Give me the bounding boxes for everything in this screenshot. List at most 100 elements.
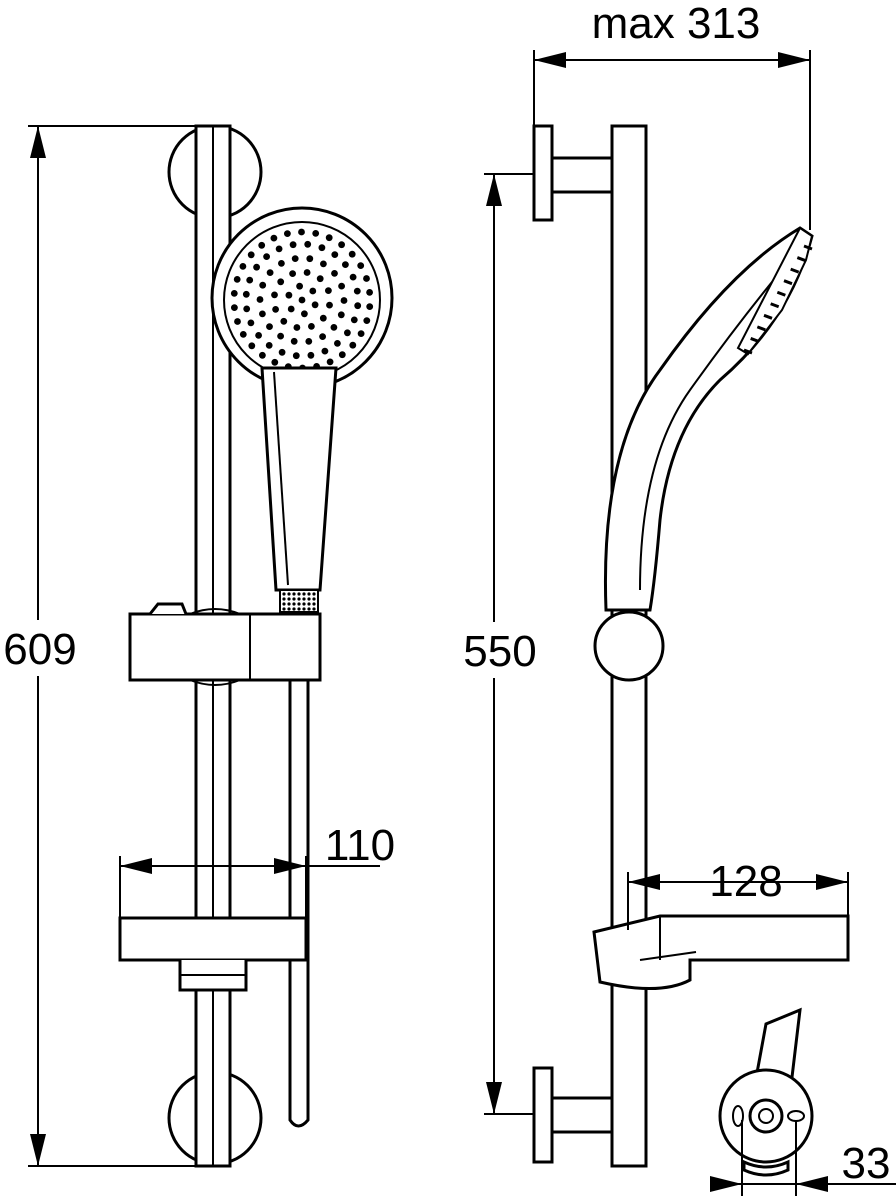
side-nozzle-tick bbox=[783, 279, 793, 286]
spray-nozzle-dot bbox=[337, 311, 345, 319]
spray-nozzle-dot bbox=[316, 275, 324, 283]
side-nozzle-tick bbox=[796, 256, 806, 262]
side-nozzle-tick bbox=[743, 348, 753, 355]
spray-nozzle-dot bbox=[266, 323, 273, 330]
spray-nozzle-dot bbox=[293, 324, 301, 331]
knurl-dot bbox=[287, 602, 291, 606]
spray-nozzle-dot bbox=[243, 305, 251, 313]
knurl-dot bbox=[302, 592, 306, 596]
dim-label-33: 33 bbox=[842, 1139, 891, 1188]
spray-nozzle-dot bbox=[291, 255, 299, 262]
spray-nozzle-dot bbox=[330, 324, 338, 331]
spray-nozzle-dot bbox=[246, 276, 254, 284]
dim-label-313: max 313 bbox=[592, 0, 761, 48]
side-nozzle-tick bbox=[790, 267, 800, 274]
spray-nozzle-dot bbox=[366, 289, 373, 296]
spray-nozzle-dot bbox=[312, 230, 320, 237]
side-nozzle-tick bbox=[756, 325, 766, 332]
spray-nozzle-dot bbox=[247, 319, 255, 327]
knurl-dot bbox=[292, 592, 296, 596]
spray-nozzle-dot bbox=[289, 270, 296, 277]
spray-nozzle-dot bbox=[239, 331, 247, 338]
spray-nozzle-dot bbox=[319, 333, 326, 340]
spray-nozzle-dot bbox=[325, 287, 332, 294]
spray-nozzle-dot bbox=[277, 332, 284, 340]
spray-nozzle-dot bbox=[320, 260, 327, 268]
spray-nozzle-dot bbox=[284, 230, 291, 238]
spray-nozzle-dot bbox=[334, 340, 341, 347]
spray-nozzle-dot bbox=[354, 302, 362, 310]
spray-nozzle-dot bbox=[292, 352, 300, 360]
spray-nozzle-dot bbox=[349, 341, 357, 349]
dim-label-609: 609 bbox=[3, 625, 76, 674]
spray-nozzle-dot bbox=[230, 290, 238, 297]
dim-label-128: 128 bbox=[709, 857, 782, 906]
spray-nozzle-dot bbox=[348, 250, 356, 258]
spray-nozzle-dot bbox=[350, 316, 358, 324]
side-nozzle-tick bbox=[803, 244, 813, 251]
spray-nozzle-dot bbox=[344, 329, 351, 337]
side-nozzle-tick bbox=[763, 313, 773, 320]
slider-holder bbox=[128, 612, 322, 682]
spray-nozzle-dot bbox=[259, 310, 266, 318]
spray-nozzle-dot bbox=[271, 291, 278, 299]
knurl-dot bbox=[302, 602, 306, 606]
knurl-dot bbox=[297, 597, 301, 601]
spray-nozzle-dot bbox=[233, 276, 241, 283]
knurl-dot bbox=[287, 597, 291, 601]
knurl-dot bbox=[297, 607, 301, 611]
knurl-dot bbox=[312, 602, 316, 606]
spray-nozzles bbox=[230, 228, 374, 372]
spray-nozzle-dot bbox=[275, 245, 283, 253]
spray-nozzle-dot bbox=[331, 251, 339, 258]
soap-dish bbox=[118, 916, 308, 962]
spray-nozzle-dot bbox=[331, 270, 338, 277]
spray-nozzle-dot bbox=[363, 317, 371, 324]
spray-nozzle-dot bbox=[353, 287, 361, 295]
spray-nozzle-dot bbox=[266, 269, 274, 276]
spray-nozzle-dot bbox=[349, 273, 357, 281]
spray-nozzle-dot bbox=[311, 301, 319, 309]
spray-nozzle-dot bbox=[289, 241, 297, 249]
spray-nozzle-dot bbox=[321, 347, 329, 355]
side-nozzle-tick bbox=[750, 337, 760, 343]
spray-nozzle-dot bbox=[285, 291, 293, 299]
side-bottom-bracket-arm bbox=[550, 1096, 618, 1134]
spray-nozzle-dot bbox=[305, 338, 313, 345]
spray-nozzle-dot bbox=[326, 358, 334, 366]
spray-nozzle-dot bbox=[255, 332, 262, 339]
knurl-dot bbox=[312, 607, 316, 611]
spray-nozzle-dot bbox=[287, 305, 295, 313]
knurl-dot bbox=[292, 602, 296, 606]
knurl-dot bbox=[302, 597, 306, 601]
bracket-detail: 33 bbox=[710, 1007, 896, 1196]
spray-nozzle-dot bbox=[342, 261, 349, 268]
dim-label-110: 110 bbox=[325, 821, 395, 870]
knurl-dot bbox=[297, 602, 301, 606]
spray-nozzle-dot bbox=[265, 342, 273, 349]
spray-nozzle-dot bbox=[306, 255, 314, 263]
spray-nozzle-dot bbox=[304, 240, 312, 248]
spray-nozzle-dot bbox=[256, 296, 264, 303]
spray-nozzle-dot bbox=[253, 263, 260, 271]
spray-nozzle-dot bbox=[258, 241, 266, 249]
spray-nozzle-dot bbox=[303, 269, 311, 276]
spray-nozzle-dot bbox=[259, 281, 267, 289]
knurl-dot bbox=[292, 597, 296, 601]
spray-nozzle-dot bbox=[259, 351, 266, 359]
spray-nozzle-dot bbox=[248, 342, 256, 350]
side-nozzle-tick bbox=[776, 290, 786, 297]
side-view: max 313 550 128 3 bbox=[452, 0, 896, 1196]
front-view: 609 110 bbox=[0, 124, 395, 1168]
knurl-dot bbox=[282, 592, 286, 596]
spray-nozzle-dot bbox=[280, 317, 288, 325]
slider-release-button bbox=[148, 602, 188, 615]
side-soap-dish bbox=[592, 914, 850, 990]
spray-nozzle-dot bbox=[242, 290, 250, 298]
spray-nozzle-dot bbox=[272, 306, 279, 313]
knurl-dot bbox=[312, 597, 316, 601]
spray-nozzle-dot bbox=[247, 251, 255, 259]
spray-nozzle-dot bbox=[239, 263, 247, 270]
spray-nozzle-dot bbox=[363, 275, 370, 282]
spray-nozzle-dot bbox=[366, 303, 374, 310]
